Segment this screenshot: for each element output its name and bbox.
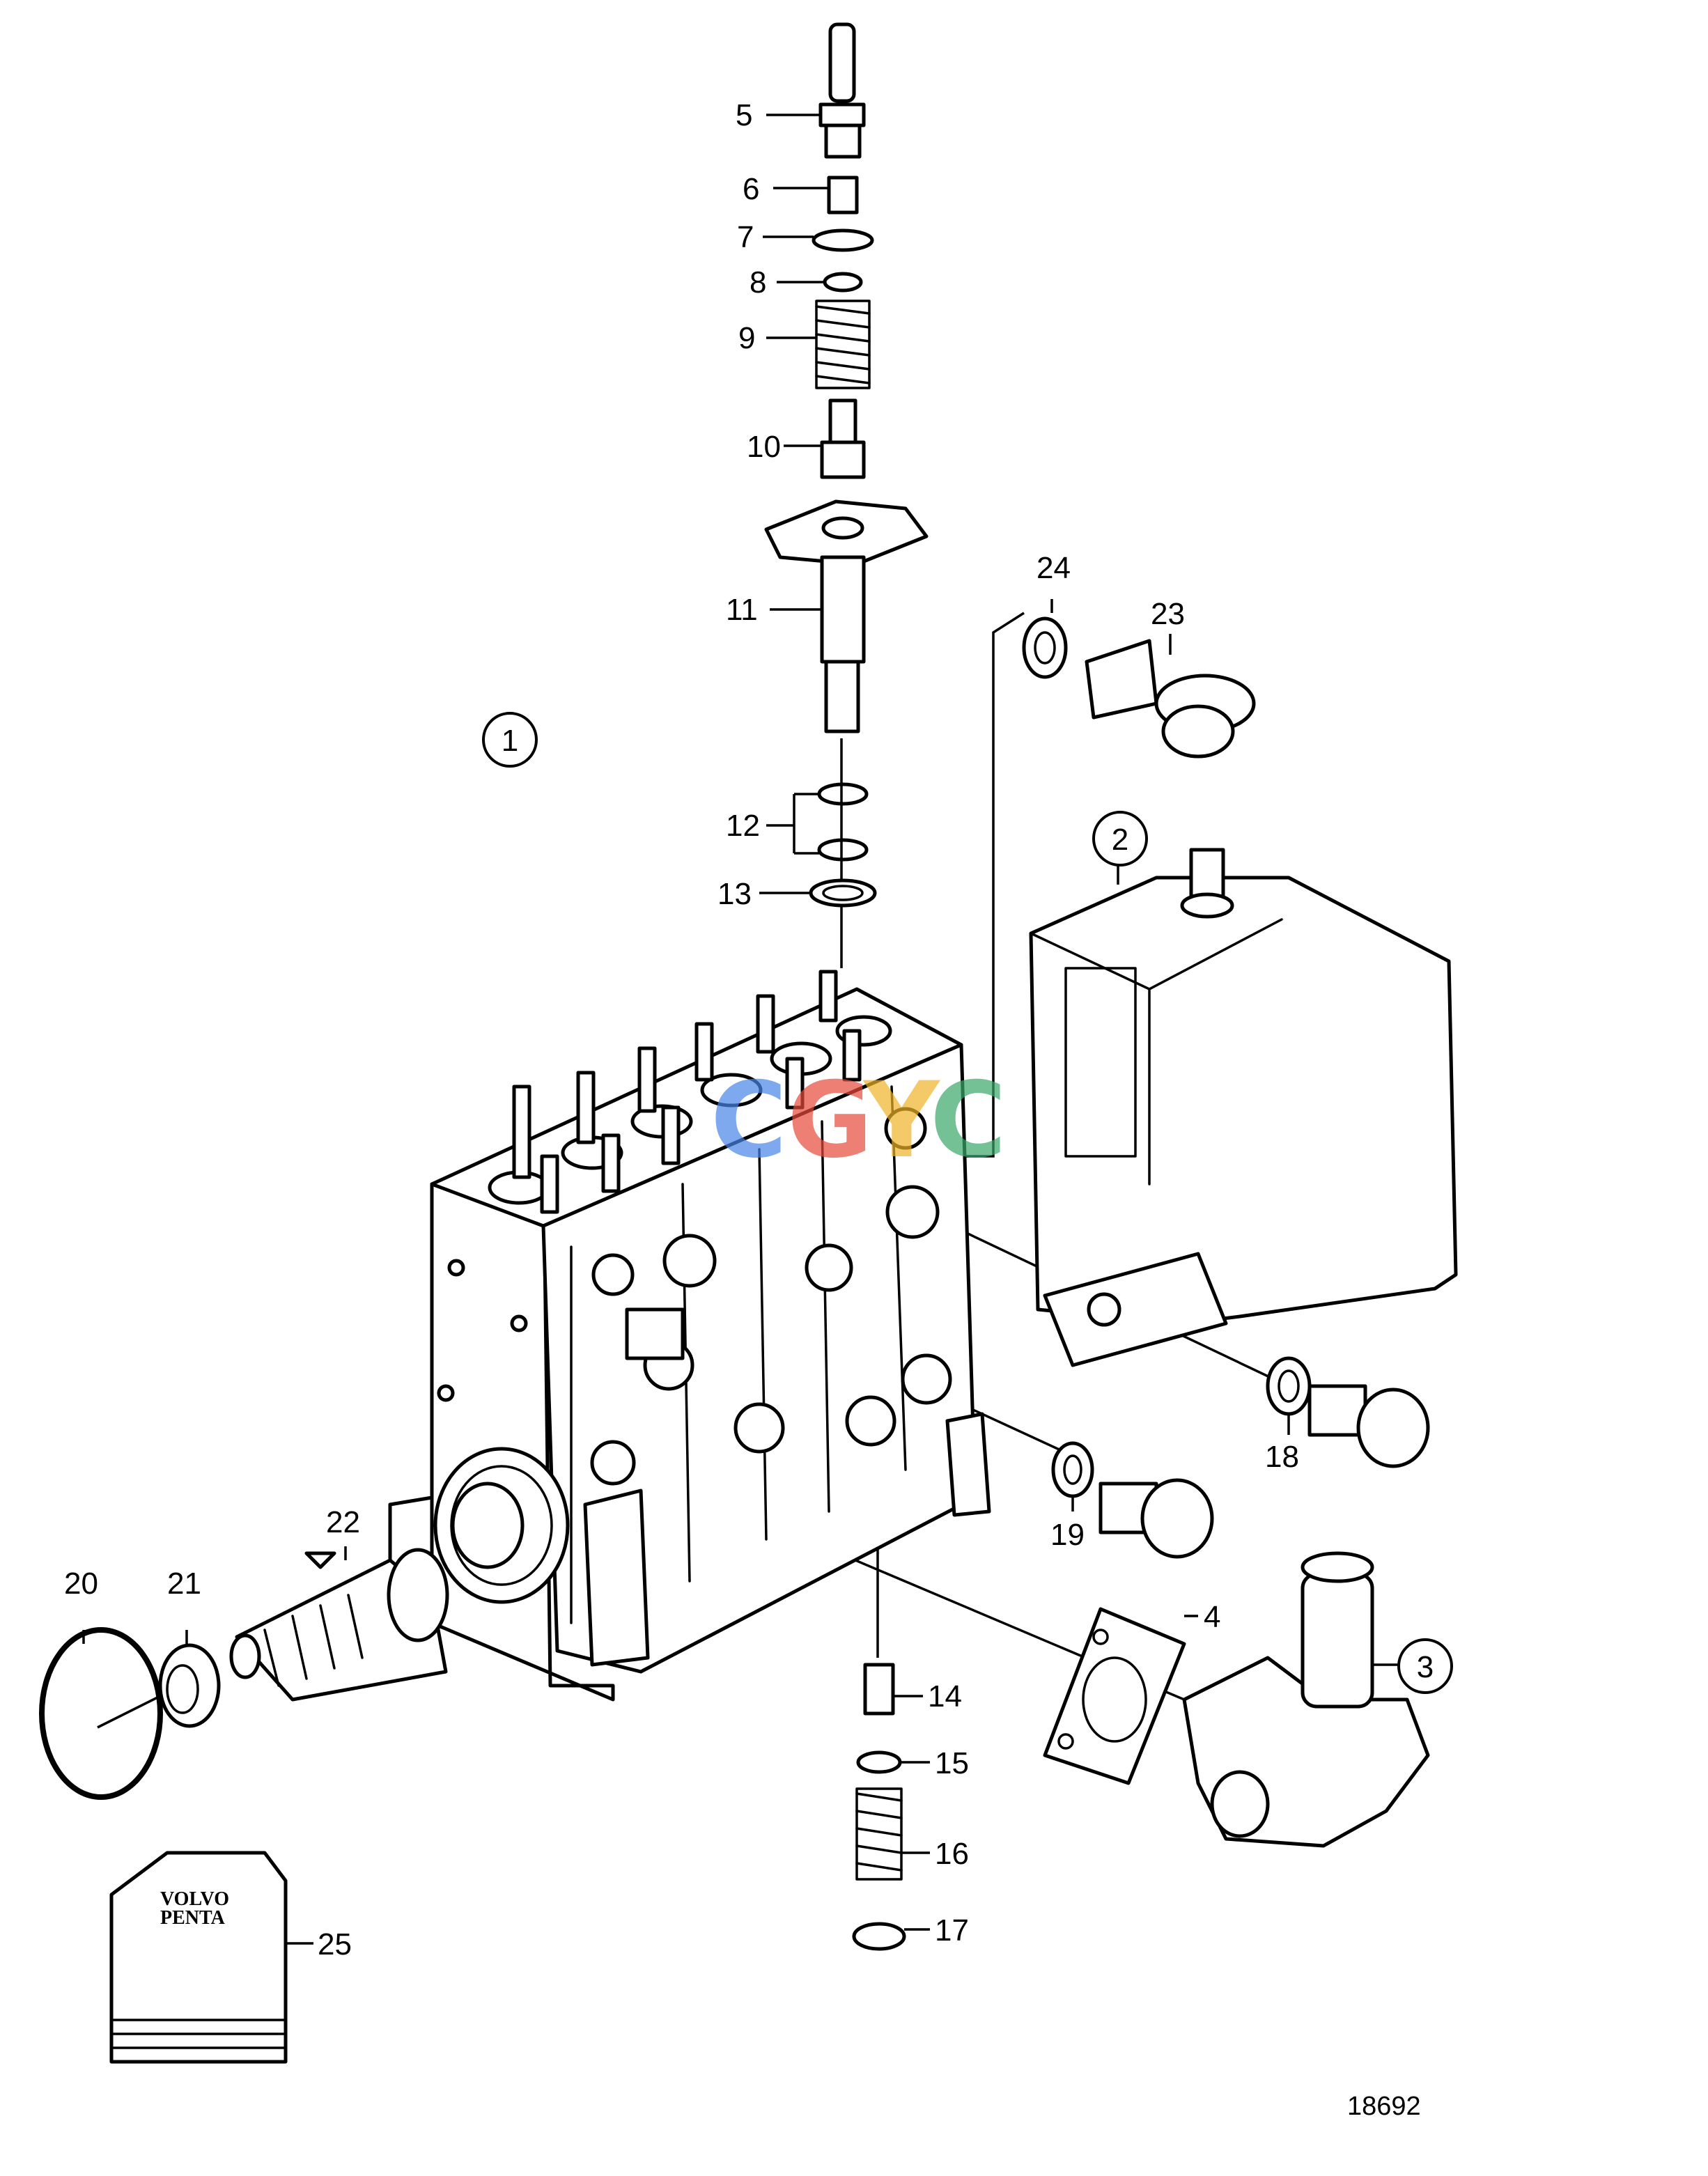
brand-line-1: VOLVO [160, 1888, 229, 1910]
label-14: 14 [928, 1679, 962, 1713]
label-1: 1 [502, 724, 518, 758]
brand-line-2: PENTA [160, 1907, 226, 1929]
label-16: 16 [935, 1837, 969, 1871]
drive-shaft-22 [229, 1482, 525, 1702]
label-18: 18 [1265, 1440, 1299, 1474]
label-12: 12 [726, 809, 760, 843]
watermark-letter-2: G [787, 1060, 873, 1181]
shaft-seal-21 [158, 1643, 221, 1728]
figure-number: 18692 [1347, 2092, 1421, 2121]
label-3: 3 [1417, 1650, 1434, 1684]
label-5: 5 [736, 98, 752, 132]
label-25: 25 [318, 1927, 352, 1961]
watermark-letter-3: Y [862, 1060, 941, 1181]
o-ring-20 [39, 1627, 163, 1800]
label-19: 19 [1050, 1518, 1085, 1552]
washer-24 [1022, 616, 1068, 679]
mounting-studs [512, 970, 862, 1214]
gasket-kit-25: VOLVO PENTA [109, 1851, 288, 2064]
label-20: 20 [64, 1567, 98, 1601]
feed-pump-3 [1182, 1551, 1430, 1848]
label-22: 22 [326, 1505, 360, 1539]
label-2: 2 [1112, 823, 1128, 857]
watermark-letter-4: C [930, 1060, 1007, 1181]
label-17: 17 [935, 1913, 969, 1948]
label-21: 21 [167, 1567, 201, 1601]
delivery-valve-stack [764, 22, 929, 908]
bolt-19 [1051, 1441, 1214, 1559]
label-13: 13 [717, 877, 752, 911]
part-labels: 5 6 7 8 9 10 11 12 13 14 15 16 17 18 19 … [64, 98, 1453, 1961]
governor-housing-2 [1029, 848, 1458, 1367]
plug-23 [1085, 639, 1256, 759]
label-6: 6 [743, 172, 759, 206]
gasket-4 [1043, 1607, 1186, 1785]
label-9: 9 [738, 321, 755, 355]
label-15: 15 [935, 1746, 969, 1780]
label-11: 11 [726, 593, 758, 627]
watermark-letter-1: C [711, 1060, 787, 1181]
label-10: 10 [747, 430, 781, 464]
label-7: 7 [737, 220, 754, 254]
bolt-18 [1266, 1356, 1430, 1468]
label-8: 8 [750, 265, 766, 300]
label-4: 4 [1204, 1600, 1220, 1634]
label-24: 24 [1037, 551, 1071, 585]
lower-spring-stack [852, 1663, 906, 1951]
watermark-logo: C G Y C [711, 1060, 1007, 1181]
label-23: 23 [1151, 597, 1185, 631]
pump-housing [388, 987, 991, 1702]
